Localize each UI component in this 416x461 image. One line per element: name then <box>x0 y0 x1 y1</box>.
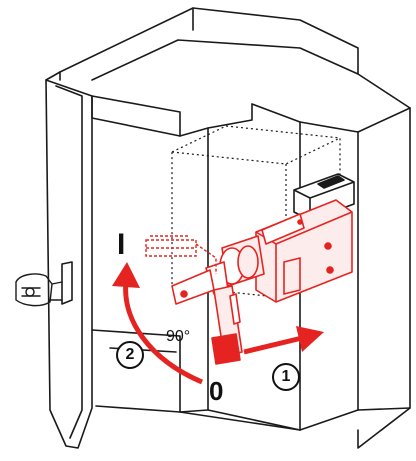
open-door <box>45 71 93 449</box>
rotation-angle-label: 90° <box>166 328 191 345</box>
curved-arrow-up-icon <box>123 281 203 385</box>
cabinet-outline <box>59 7 411 449</box>
arrow-right-icon <box>243 335 303 355</box>
position-off-label: 0 <box>209 376 224 406</box>
handle-ghost-on-position <box>145 235 217 274</box>
door-handle <box>15 273 63 307</box>
arrow-right-head <box>296 326 324 352</box>
step-2-badge: 2 <box>116 341 144 369</box>
position-on-label: I <box>117 228 126 261</box>
step-1-badge: 1 <box>272 363 300 391</box>
red-mechanism <box>171 199 353 365</box>
curved-arrow-head <box>112 262 140 288</box>
